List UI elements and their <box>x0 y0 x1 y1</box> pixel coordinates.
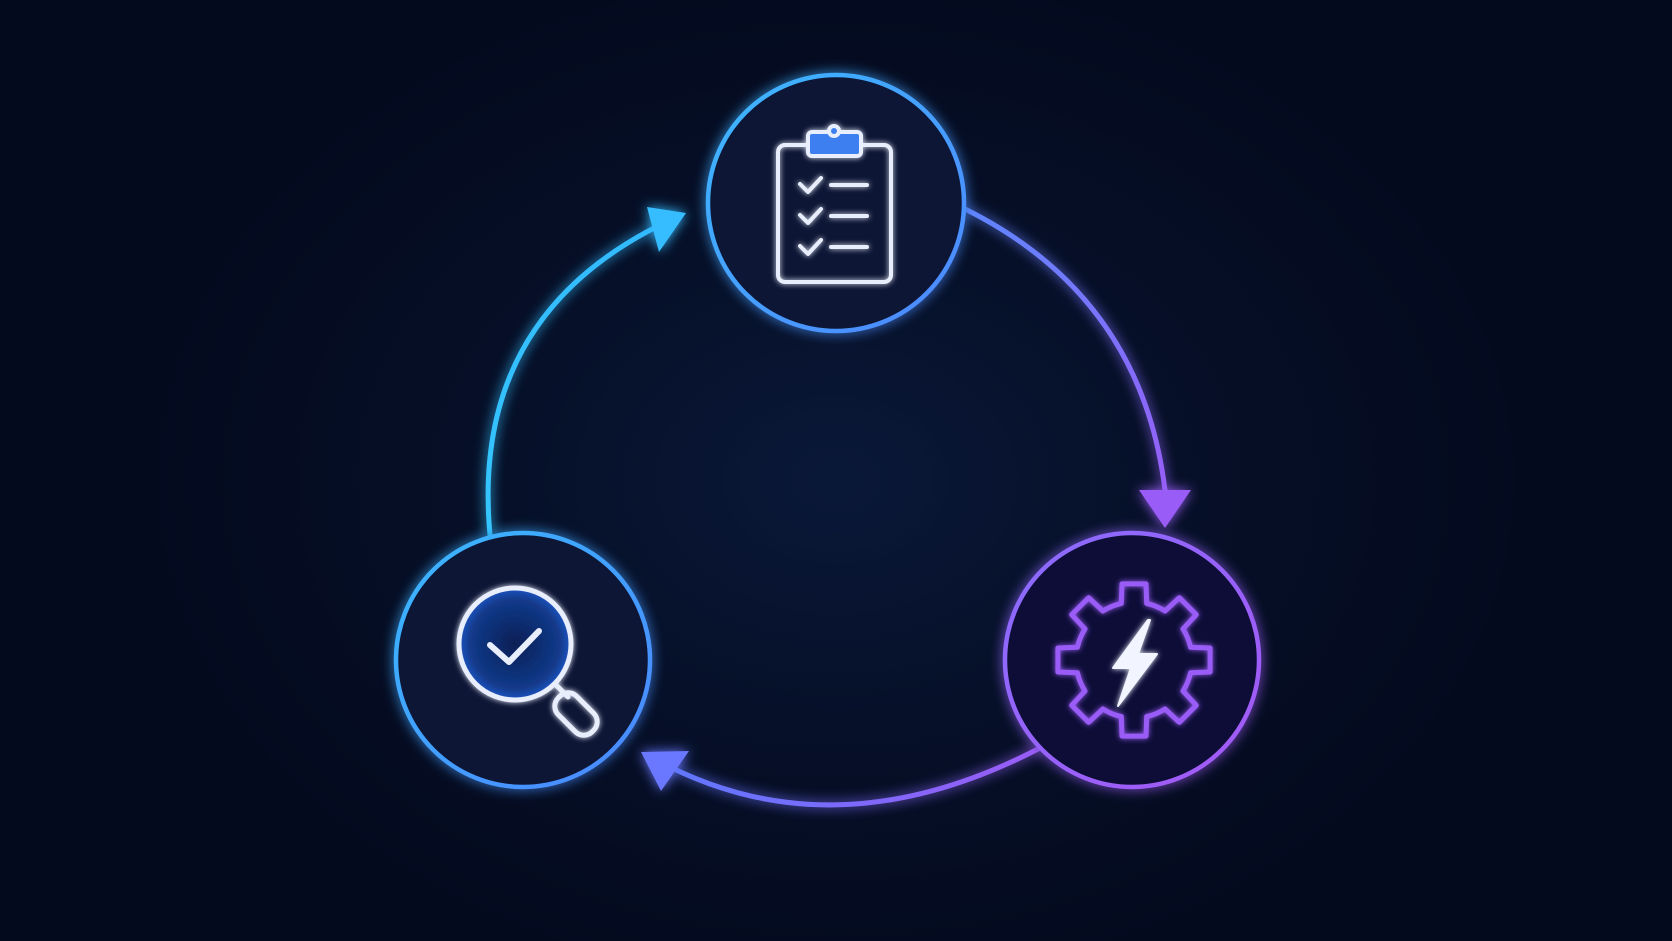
magnifier-handle <box>552 690 600 738</box>
arc-review-to-plan <box>485 222 663 538</box>
arrowhead-to-plan-icon <box>647 207 686 252</box>
clipboard-checklist-icon <box>776 124 893 284</box>
lightning-bolt-icon <box>1112 619 1158 707</box>
node-plan-ring <box>705 72 967 334</box>
gear-outline <box>1055 581 1213 739</box>
magnifier-lens <box>456 585 574 703</box>
gear-lightning-icon <box>1055 581 1213 739</box>
magnifier-check-icon <box>456 585 600 738</box>
node-execute <box>1002 530 1262 790</box>
cycle-arrows <box>485 205 1191 808</box>
node-plan <box>705 72 967 334</box>
arrowhead-to-execute-icon <box>1139 490 1191 528</box>
arc-execute-to-review <box>665 745 1043 808</box>
checkmark-icon <box>487 628 542 665</box>
gear-icon <box>1055 581 1213 739</box>
node-review <box>393 530 653 790</box>
arrowhead-to-review-icon <box>641 751 689 791</box>
arc-plan-to-execute <box>960 205 1170 513</box>
